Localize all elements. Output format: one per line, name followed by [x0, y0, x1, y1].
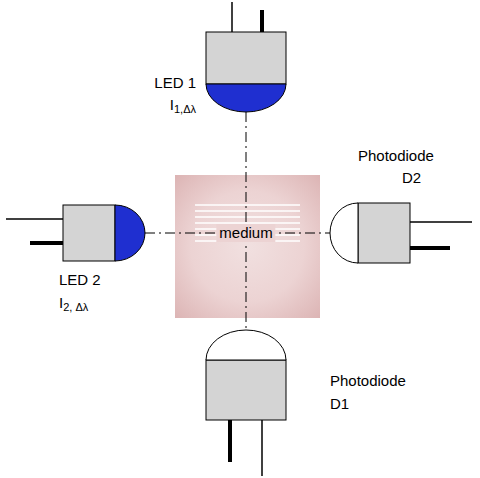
lead-wire: [228, 420, 232, 462]
led: LED 1I1,Δλ: [206, 32, 286, 112]
light-path: [246, 112, 247, 330]
lead-wire: [231, 2, 233, 32]
medium-ground: [175, 175, 320, 318]
medium-stripes: [195, 205, 300, 241]
component-outline: [206, 330, 286, 420]
component-label: LED 1: [154, 74, 196, 92]
component-label: D1: [330, 395, 349, 413]
component-label: Photodiode: [330, 372, 406, 390]
component-outline: [63, 205, 145, 261]
lead-wire: [30, 241, 63, 245]
lead-wire: [410, 246, 450, 250]
lead-wire: [6, 218, 63, 220]
component-outline: [330, 203, 410, 263]
component-part: [330, 203, 358, 263]
component-part: [358, 203, 410, 263]
lead-wire: [260, 10, 264, 32]
component-part: [63, 205, 115, 261]
photodiode: PhotodiodeD1: [206, 330, 286, 420]
medium-box: medium: [175, 175, 320, 318]
lead-wire: [261, 420, 263, 476]
component-outline: [206, 32, 286, 112]
component-label: D2: [402, 169, 421, 187]
component-part: [206, 32, 286, 84]
component-part: [206, 84, 286, 112]
component-part: [115, 205, 145, 261]
component-part: [206, 330, 286, 360]
component-label: medium: [216, 224, 275, 242]
component-label: LED 2: [59, 271, 101, 289]
lead-wire: [410, 221, 472, 223]
photodiode: PhotodiodeD2: [330, 203, 410, 263]
intensity-label: I1,Δλ: [170, 96, 196, 114]
led: LED 2I2, Δλ: [63, 205, 145, 261]
component-part: [206, 360, 286, 420]
component-label: Photodiode: [358, 147, 434, 165]
intensity-label: I2, Δλ: [59, 294, 88, 312]
